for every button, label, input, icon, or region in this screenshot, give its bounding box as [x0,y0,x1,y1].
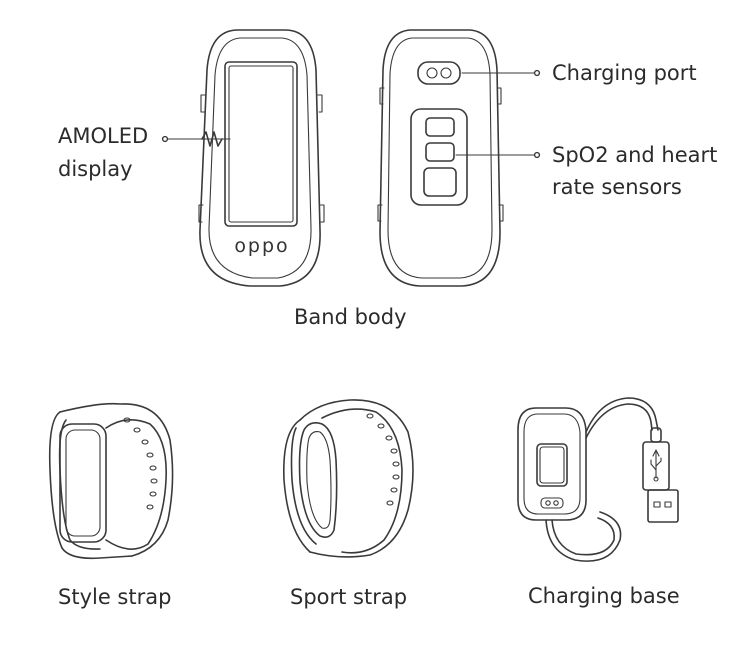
band-back-icon [377,29,504,287]
oppo-logo: oppo [234,235,289,257]
amoled-label-line2: display [58,157,133,181]
amoled-leader-line [161,131,231,147]
sensors-label-line1: SpO2 and heart [552,143,718,167]
style-strap-label: Style strap [58,585,172,609]
amoled-label-line1: AMOLED [58,124,149,148]
charging-port-label: Charging port [552,61,697,85]
sensors-leader [455,151,541,159]
charging-base-label: Charging base [528,584,680,608]
band-front-icon [198,29,325,287]
usb-plug-icon [642,427,679,523]
band-body-label: Band body [294,305,407,329]
style-strap-icon [48,402,174,560]
charging-port-leader [461,69,541,77]
sensors-label-line2: rate sensors [552,175,682,199]
charging-base-icon [517,397,659,562]
sport-strap-icon [283,399,414,558]
sport-strap-label: Sport strap [290,585,408,609]
